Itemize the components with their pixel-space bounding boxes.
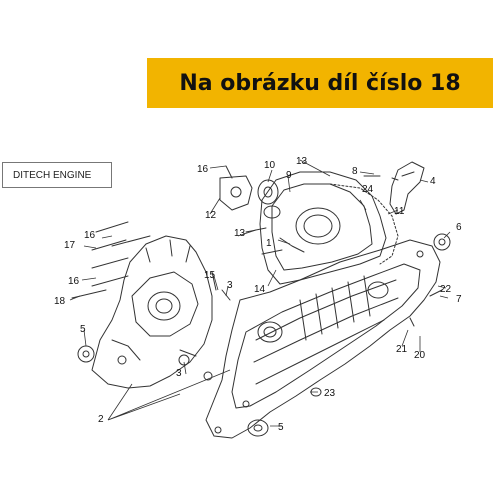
callout-14: 14	[254, 284, 266, 295]
callout-16-upper: 16	[84, 230, 96, 241]
small-cover-plate	[219, 175, 253, 211]
cover-gasket	[329, 183, 399, 265]
callout-20: 20	[414, 350, 426, 361]
callout-5-upper: 5	[80, 324, 86, 335]
callout-6: 6	[456, 222, 462, 233]
callout-10: 10	[264, 160, 276, 171]
bracket	[389, 161, 425, 215]
callout-8: 8	[352, 166, 358, 177]
bearing-5-lower	[247, 419, 269, 437]
engine-type-label: DITECH ENGINE	[2, 162, 112, 188]
callout-labels: 16 12 10 9 13 8 24 4 11 6 13 1 14 15 3 1…	[54, 156, 462, 433]
callout-13-top: 13	[296, 156, 308, 167]
callout-5-lower: 5	[278, 422, 284, 433]
callout-11: 11	[394, 206, 405, 217]
callout-16-lower: 16	[68, 276, 80, 287]
left-crankcase-half	[91, 235, 213, 389]
callout-4: 4	[430, 176, 436, 187]
leader-lines	[69, 159, 451, 427]
engine-type-text: DITECH ENGINE	[13, 169, 92, 181]
banner-text: Na obrázku díl číslo 18	[179, 70, 461, 96]
right-crankcase-half	[205, 239, 441, 439]
transmission-cover	[259, 171, 387, 285]
bolts	[71, 165, 443, 327]
callout-13-left: 13	[234, 228, 246, 239]
part-number-banner: Na obrázku díl číslo 18	[147, 58, 493, 108]
callout-2: 2	[98, 414, 104, 425]
callout-18: 18	[54, 296, 66, 307]
callout-7: 7	[456, 294, 462, 305]
bearing-5-upper	[77, 345, 95, 363]
callout-17: 17	[64, 240, 76, 251]
callout-3-upper: 3	[227, 280, 233, 291]
callout-23: 23	[324, 388, 336, 399]
callout-19: 16	[197, 164, 209, 175]
callout-22: 22	[440, 284, 452, 295]
callout-9: 9	[286, 170, 292, 181]
callout-3-lower: 3	[176, 368, 182, 379]
callout-21: 21	[396, 344, 408, 355]
callout-1: 1	[266, 238, 272, 249]
oil-seal-10	[257, 179, 279, 205]
callout-12: 12	[205, 210, 217, 221]
bushing-6	[433, 233, 451, 251]
callout-15: 15	[204, 270, 216, 281]
callout-24: 24	[362, 184, 374, 195]
ring-9	[263, 205, 281, 219]
